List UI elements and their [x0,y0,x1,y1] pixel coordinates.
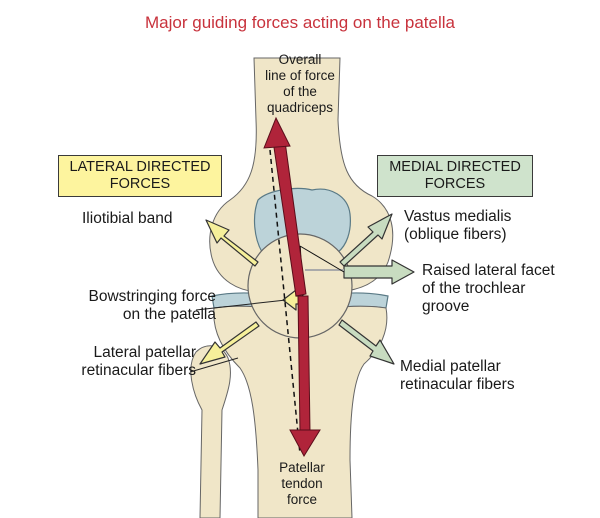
lateral-box-line-1: LATERAL DIRECTED [69,159,211,175]
bowstringing-line-1: Bowstringing force [88,288,216,305]
vastus-medialis-label: Vastus medialis (oblique fibers) [404,208,511,244]
quadriceps-arrow [263,116,307,297]
medial-box-line-2: FORCES [424,176,486,192]
fibula [190,345,231,518]
trochlear-facet-label: Raised lateral facet of the trochlear gr… [422,262,555,316]
lateral-box-line-2: FORCES [109,176,171,192]
quadriceps-label: Overall line of force of the quadriceps [245,52,355,116]
medial-box-line-1: MEDIAL DIRECTED [389,159,521,175]
tendon-line-3: force [286,492,317,507]
lateral-retinacular-label: Lateral patellar retinacular fibers [28,344,196,380]
facet-line-1: Raised lateral facet [422,262,555,279]
quadriceps-line-4: quadriceps [266,100,334,115]
bowstringing-label: Bowstringing force on the patella [30,288,216,324]
patellar-tendon-label: Patellar tendon force [262,460,342,508]
lateral-retinacular-line-1: Lateral patellar [93,344,196,361]
vastus-line-2: (oblique fibers) [404,226,507,243]
tendon-line-1: Patellar [279,460,325,475]
medial-retinacular-line-1: Medial patellar [400,358,501,375]
trochlear-facet-arrow [343,259,415,285]
leader-lines [189,299,287,373]
medial-retinacular-line-2: retinacular fibers [400,376,515,393]
diagram-title: Major guiding forces acting on the patel… [145,13,455,32]
lateral-retinacular-arrow [199,321,260,365]
trochlear-line [299,245,345,273]
facet-line-2: of the trochlear [422,280,526,297]
medial-arrows [338,213,415,365]
resultant-dashed-line [269,149,301,455]
patellar-tendon-arrow [289,295,321,458]
vastus-medialis-arrow [339,213,393,267]
lateral-forces-box: LATERAL DIRECTED FORCES [58,155,222,197]
quadriceps-line-3: of the [283,84,317,99]
facet-line-3: groove [422,298,470,315]
vastus-line-1: Vastus medialis [404,208,512,225]
medial-retinacular-label: Medial patellar retinacular fibers [400,358,515,394]
tendon-line-2: tendon [281,476,323,491]
lateral-retinacular-line-2: retinacular fibers [81,362,196,379]
medial-forces-box: MEDIAL DIRECTED FORCES [377,155,533,197]
quadriceps-line-1: Overall [278,52,322,67]
quadriceps-line-2: line of force [265,68,335,83]
femoral-cartilage [253,187,351,253]
iliotibial-label: Iliotibial band [82,210,173,227]
bowstringing-line-2: on the patella [122,306,216,323]
iliotibial-arrow [205,219,259,267]
medial-retinacular-arrow [338,319,395,365]
